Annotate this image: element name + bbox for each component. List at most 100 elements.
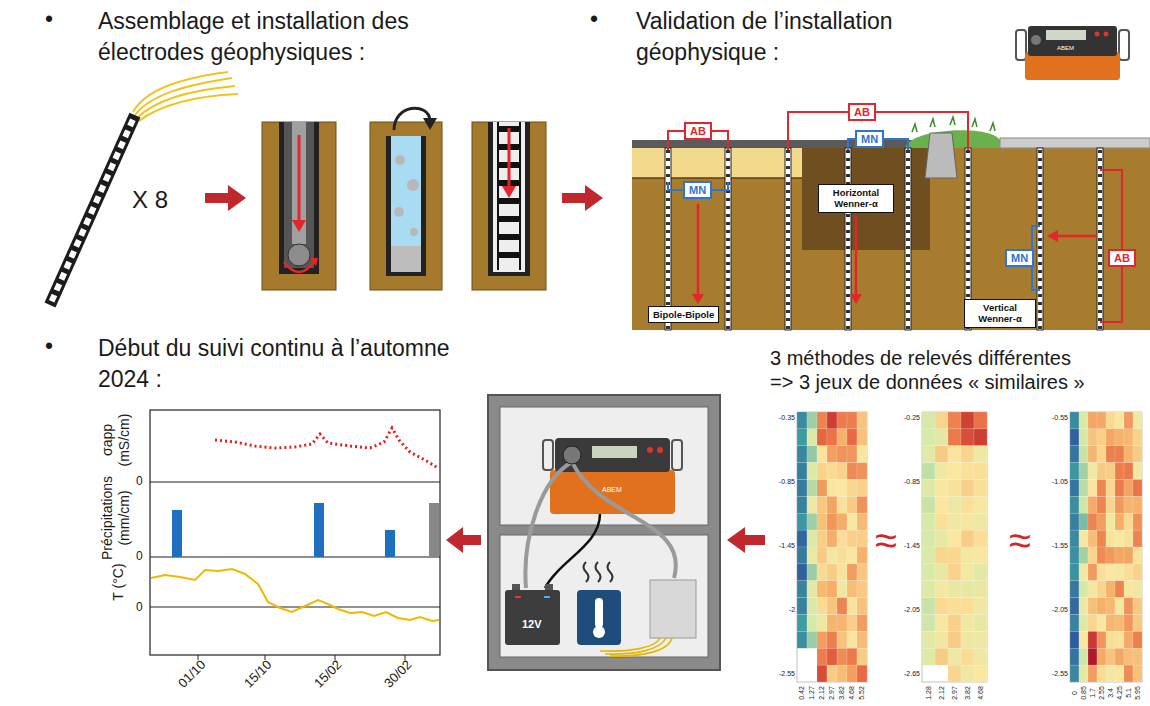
heatmap-cell bbox=[1079, 665, 1088, 682]
zero-line bbox=[150, 607, 440, 608]
node-text: AB bbox=[1114, 251, 1130, 265]
heatmap-cell bbox=[857, 412, 867, 429]
method-box: Vertical Wenner-α bbox=[964, 299, 1036, 328]
heatmap-cell bbox=[837, 665, 847, 682]
heatmap-depth: -2.05 bbox=[904, 606, 920, 614]
current-electrode-tag: AB bbox=[848, 103, 876, 121]
cable bbox=[572, 462, 676, 578]
heatmap-cell bbox=[1097, 581, 1106, 598]
heatmap-cell bbox=[1133, 429, 1142, 446]
bubble bbox=[407, 179, 419, 191]
heatmap-cell bbox=[1079, 496, 1088, 513]
heatmap-cell bbox=[1097, 648, 1106, 665]
heatmap-distance: 2.97 bbox=[950, 686, 958, 700]
heatmap-cell bbox=[1079, 648, 1088, 665]
heatmap-cell bbox=[974, 547, 987, 564]
heatmap-cell bbox=[1097, 665, 1106, 682]
lower-shelf bbox=[500, 535, 708, 657]
heatmap-cell bbox=[1106, 665, 1115, 682]
heatmap-cell bbox=[1079, 581, 1088, 598]
heatmap-cell bbox=[847, 446, 857, 463]
slab bbox=[1000, 138, 1150, 148]
resistivity-meter bbox=[1016, 26, 1129, 80]
axis-title: T (°C) bbox=[110, 552, 127, 612]
thermometer-bulb bbox=[593, 626, 605, 638]
heatmap-cell bbox=[974, 581, 987, 598]
heatmap-cell bbox=[837, 480, 847, 497]
heatmap-cell bbox=[1106, 446, 1115, 463]
heatmap-cell bbox=[817, 581, 827, 598]
heatmap-cell bbox=[974, 615, 987, 632]
heatmap-cell bbox=[797, 547, 807, 564]
borehole-drilling bbox=[262, 122, 336, 290]
layer-boundary bbox=[632, 177, 802, 179]
knob bbox=[563, 446, 581, 464]
heatmap-cell bbox=[974, 412, 987, 429]
heatmap-cell bbox=[817, 615, 827, 632]
device-base bbox=[550, 470, 675, 514]
heatmap-cell bbox=[1079, 480, 1088, 497]
heatmap-cell bbox=[827, 665, 837, 682]
heatmap-cell bbox=[1070, 496, 1079, 513]
heatmap-cell bbox=[797, 496, 807, 513]
heatmap-cell bbox=[797, 564, 807, 581]
heatmap-cell bbox=[847, 665, 857, 682]
device-brand: ABEM bbox=[602, 486, 622, 494]
heatmap-cell bbox=[1115, 581, 1124, 598]
heatmap-depth: -0.85 bbox=[904, 478, 920, 486]
heatmap-cell bbox=[961, 547, 974, 564]
hole bbox=[493, 122, 525, 272]
heatmap-cell bbox=[1079, 615, 1088, 632]
heatmap-cell bbox=[837, 648, 847, 665]
heatmap-cell bbox=[827, 530, 837, 547]
heatmap-frame bbox=[922, 412, 987, 682]
heatmap-depth: -2.55 bbox=[779, 670, 795, 678]
heatmap-cell bbox=[797, 480, 807, 497]
heatmap-cell bbox=[1106, 480, 1115, 497]
heatmap-distance: 2.97 bbox=[828, 686, 836, 700]
heatmap-cell bbox=[807, 615, 817, 632]
heatmap-depth: -0.25 bbox=[904, 414, 920, 422]
heatmap-cell bbox=[1079, 530, 1088, 547]
heatmap-cell bbox=[1133, 648, 1142, 665]
ground bbox=[370, 122, 442, 290]
down-arrow bbox=[508, 128, 511, 188]
current-electrode-tag: AB bbox=[1108, 249, 1136, 267]
heatmap-cell bbox=[857, 564, 867, 581]
heatmap-cell bbox=[1079, 598, 1088, 615]
heatmap-cell bbox=[961, 564, 974, 581]
button bbox=[647, 447, 653, 453]
heatmap-cell bbox=[1124, 463, 1133, 480]
heatmap-cell bbox=[1133, 496, 1142, 513]
heatmap-cell bbox=[857, 598, 867, 615]
approx-sign: ≈ bbox=[1009, 516, 1031, 564]
heatmap-cell bbox=[961, 513, 974, 530]
heatmap-cell bbox=[807, 513, 817, 530]
heatmap-cell bbox=[1106, 463, 1115, 480]
drill-bit bbox=[288, 244, 310, 266]
node-text: Bipole-Bipole bbox=[653, 309, 714, 320]
flow-arrow bbox=[205, 185, 246, 211]
time-series-chart bbox=[150, 410, 440, 660]
axis-title: σapp (mS/cm) bbox=[99, 408, 133, 472]
heatmap-cell bbox=[948, 598, 961, 615]
heatmap-cell bbox=[827, 598, 837, 615]
heatmap-cell bbox=[817, 480, 827, 497]
flow-arrow bbox=[562, 185, 603, 211]
heatmap-cell bbox=[922, 564, 935, 581]
heatmap-cell bbox=[1097, 446, 1106, 463]
heatmap-cell bbox=[1088, 480, 1097, 497]
heatmap-cell bbox=[1124, 530, 1133, 547]
arrow-head bbox=[502, 186, 516, 198]
heatmap-cell bbox=[797, 631, 807, 648]
device-top bbox=[555, 438, 670, 472]
heatmap-cell bbox=[827, 615, 837, 632]
heatmap-cell bbox=[922, 615, 935, 632]
heatmap-cell bbox=[974, 429, 987, 446]
heatmap-cell bbox=[847, 648, 857, 665]
electrode-contacts bbox=[668, 150, 1100, 330]
heatmap-cell bbox=[1133, 665, 1142, 682]
heatmap-cell bbox=[1097, 598, 1106, 615]
heatmap-cell bbox=[857, 615, 867, 632]
heatmap-distance: 1.7 bbox=[1088, 688, 1096, 698]
